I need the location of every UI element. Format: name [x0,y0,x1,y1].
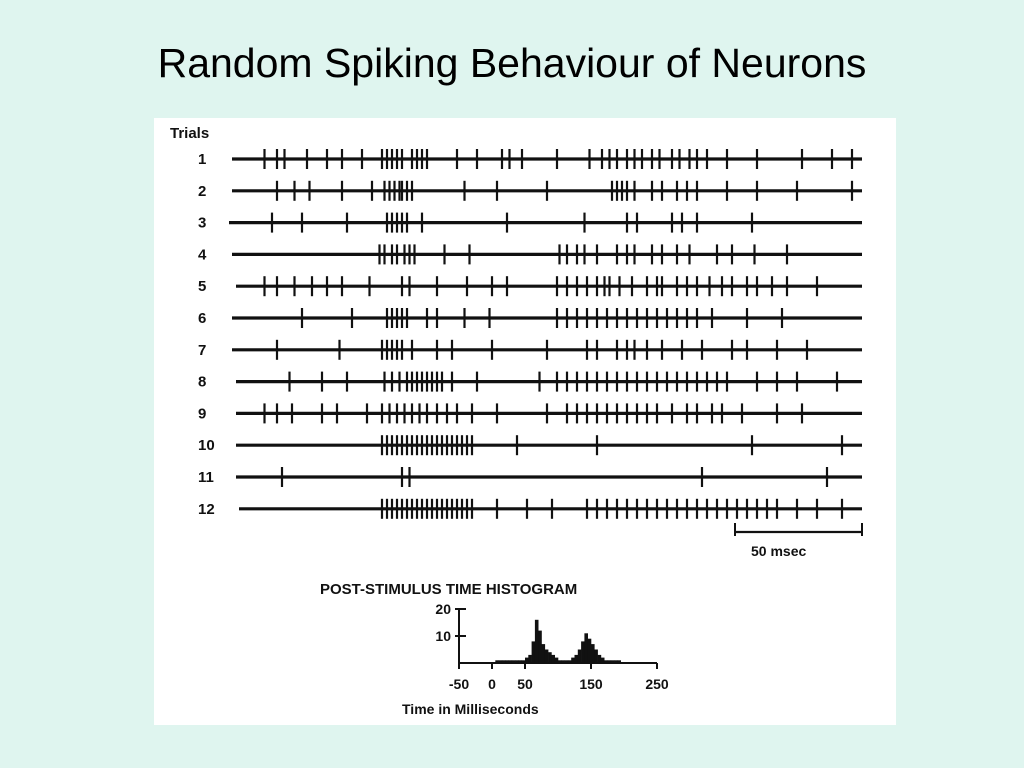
histogram-y-tick-label: 20 [435,601,451,617]
trial-number-label: 6 [198,310,206,327]
trial-number-label: 5 [198,278,206,295]
histogram-bar [584,633,588,663]
histogram-bar [581,641,585,663]
histogram-bar [587,638,592,663]
trial-number-label: 3 [198,215,206,232]
histogram-bar [594,649,598,663]
histogram-bar [498,660,503,663]
histogram-bar [495,660,499,663]
histogram-group: 20 10 -50 0 50 150 250 [435,601,668,692]
histogram-bar [571,657,575,663]
histogram-bar [508,660,513,663]
histogram-bar [567,660,572,663]
histogram-x-tick-label: 250 [645,676,669,692]
histogram-bar [558,660,562,663]
histogram-bar [591,644,595,663]
trial-number-label: 8 [198,374,206,391]
scale-bar-label: 50 msec [751,543,806,559]
histogram-x-tick-label: 0 [488,676,496,692]
histogram-bar [561,660,565,663]
histogram-bar [534,619,539,663]
histogram-bar [525,657,529,663]
histogram-bar [501,660,506,663]
trial-number-label: 4 [198,246,207,263]
trials-label: Trials [170,125,209,142]
histogram-x-tick-label: -50 [449,676,469,692]
histogram-bar [515,660,519,663]
histogram-bar [518,660,522,663]
histogram-y-tick-label: 10 [435,628,451,644]
histogram-bar [604,660,608,663]
histogram-bar [541,644,546,663]
histogram-bar [528,654,532,663]
histogram-bar [538,630,542,663]
histogram-title: POST-STIMULUS TIME HISTOGRAM [320,581,577,598]
trial-number-label: 7 [198,342,206,359]
histogram-x-tick-label: 50 [517,676,533,692]
spike-marks-group [263,149,854,519]
trial-number-label: 1 [198,151,206,168]
histogram-bar [577,649,582,663]
histogram-bar [597,654,602,663]
histogram-bar [505,660,509,663]
histogram-bar [548,652,552,663]
trial-number-label: 9 [198,405,206,422]
histogram-bar [531,641,536,663]
histogram-bar [511,660,516,663]
histogram-xlabel: Time in Milliseconds [402,701,539,717]
histogram-bar [551,654,555,663]
slide-title: Random Spiking Behaviour of Neurons [157,40,867,86]
histogram-bar [600,657,605,663]
trial-lines-group [229,157,862,511]
histogram-bar [564,660,569,663]
histogram-bar [607,660,612,663]
histogram-bar [554,657,559,663]
histogram-bar [617,660,621,663]
trial-number-label: 10 [198,437,215,454]
trial-number-label: 11 [198,469,214,486]
trial-number-label: 2 [198,183,206,200]
trial-number-label: 12 [198,501,215,518]
histogram-bar [610,660,615,663]
histogram-bar [544,649,549,663]
histogram-x-tick-label: 150 [579,676,603,692]
histogram-bar [614,660,618,663]
histogram-bar [574,654,579,663]
histogram-bar [521,660,526,663]
